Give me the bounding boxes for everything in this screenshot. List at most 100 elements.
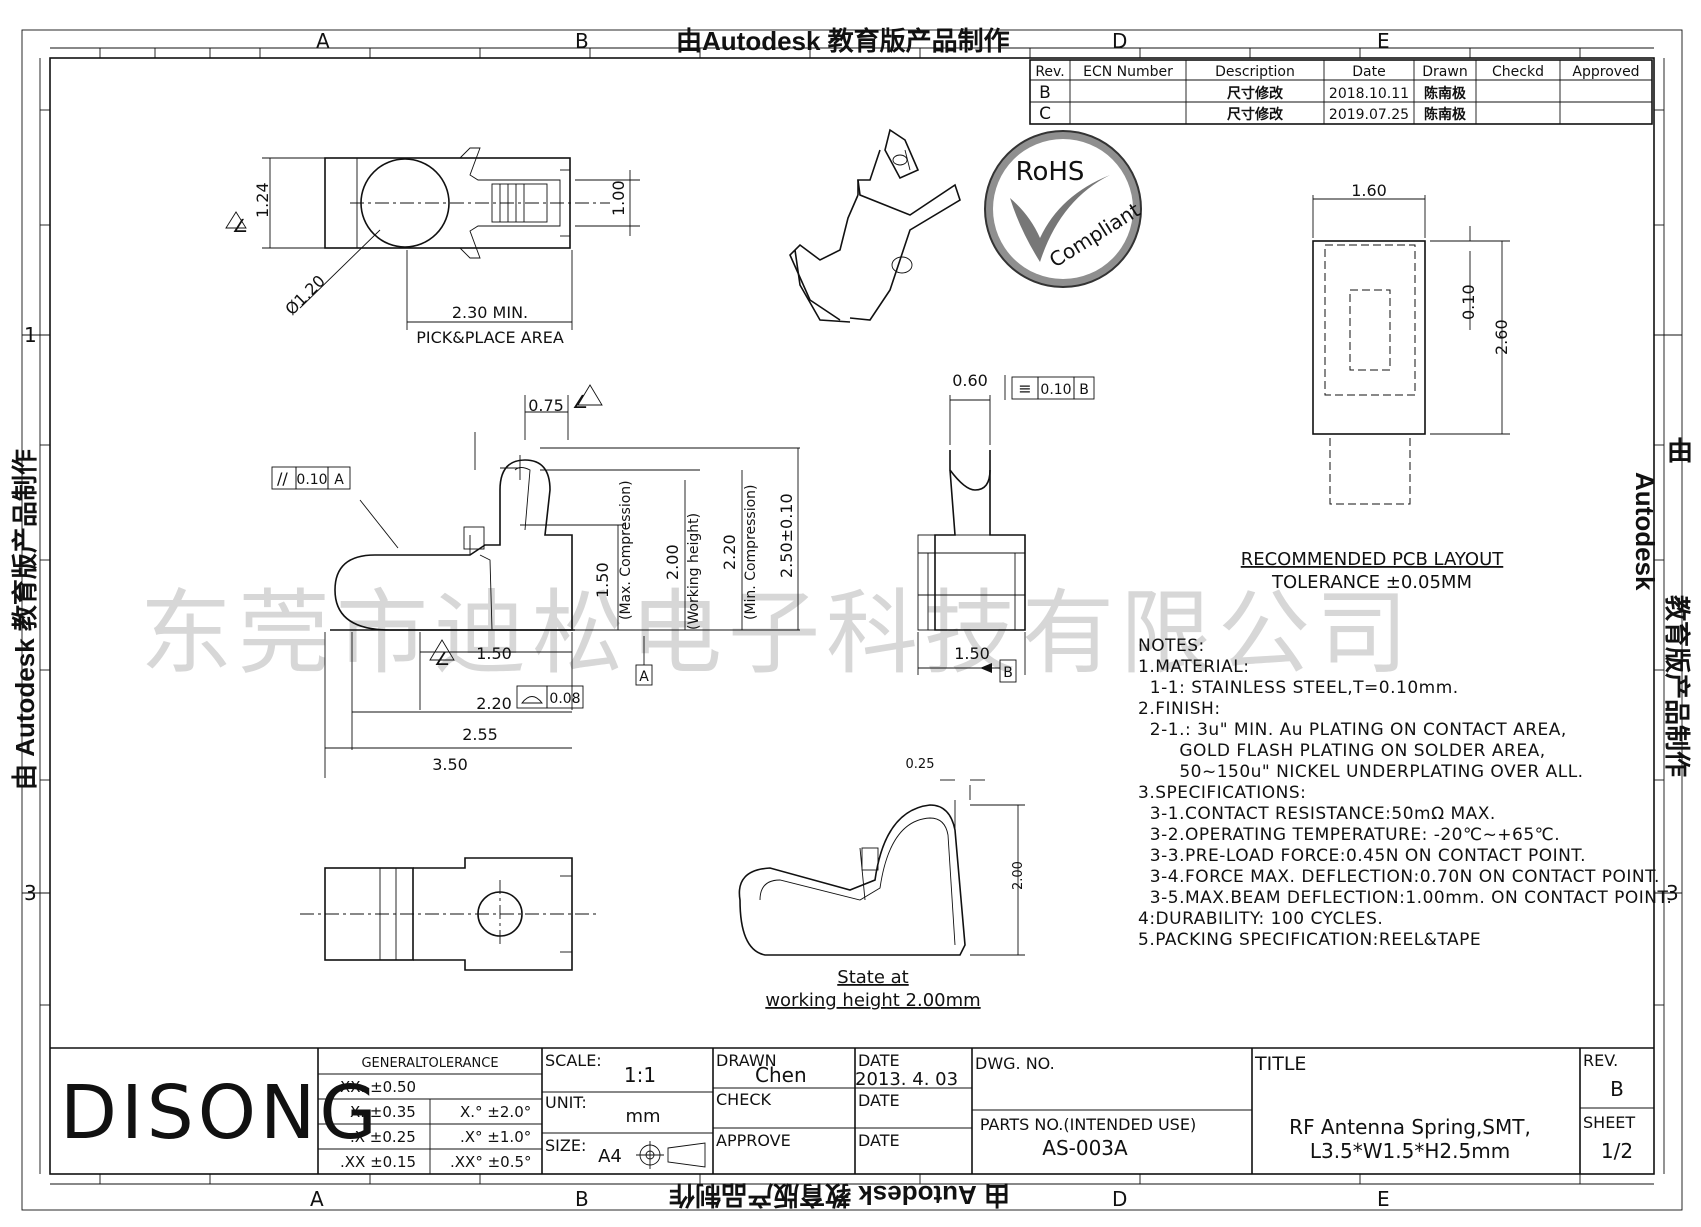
front-tolerance-ref: B [1079, 382, 1089, 398]
grid-col-b-top: B [575, 29, 589, 53]
rev-value: B [1610, 1077, 1624, 1101]
note-14: 5.PACKING SPECIFICATION:REEL&TAPE [1138, 930, 1481, 950]
dim-side-2-00-note: (Working height) [686, 513, 702, 630]
note-12: 3-5.MAX.BEAM DEFLECTION:1.00mm. ON CONTA… [1138, 888, 1672, 908]
dim-side-2-55: 2.55 [462, 725, 498, 744]
tol-row-1-left: X. ±0.35 [350, 1103, 416, 1121]
watermark-right-2: Autodesk [1630, 472, 1660, 591]
notes-block: NOTES: 1.MATERIAL: 1-1: STAINLESS STEEL,… [1138, 636, 1672, 950]
unit-label: UNIT: [545, 1093, 587, 1112]
drawn-value: Chen [755, 1063, 807, 1087]
pcb-layout-title: RECOMMENDED PCB LAYOUT [1241, 549, 1505, 570]
tol-row-3-left: .XX ±0.15 [340, 1153, 416, 1171]
grid-col-d-top: D [1112, 29, 1127, 53]
side-tolerance-ref: A [334, 472, 344, 488]
dim-front-0-60: 0.60 [952, 371, 988, 390]
scale-value: 1:1 [624, 1063, 656, 1087]
rev-row1-drawn: 陈南极 [1424, 85, 1467, 102]
dim-pcb-0-10: 0.10 [1459, 284, 1478, 320]
pcb-layout-tolerance: TOLERANCE ±0.05MM [1271, 572, 1472, 593]
company-watermark: 东莞市迪松电子科技有限公司 [140, 580, 1414, 687]
bottom-view [300, 857, 600, 971]
dim-top-min: 2.30 MIN. [452, 303, 528, 322]
dim-side-bottom-1-50: 1.50 [476, 644, 512, 663]
flatness-symbol: ∠ [232, 216, 248, 237]
parallelism-symbol: // [277, 469, 288, 488]
parts-no-value: AS-003A [1042, 1136, 1128, 1160]
side-view: // 0.10 A ∠ ∠ A 0.75 1.50 (Max. Compress… [271, 384, 800, 778]
grid-col-e-top: E [1377, 29, 1390, 53]
pcb-layout: 1.60 0.10 2.60 RECOMMENDED PCB LAYOUT TO… [1241, 181, 1511, 593]
rohs-title: RoHS [1016, 157, 1085, 187]
dim-work-2-00: 2.00 [1011, 861, 1026, 890]
outer-border [21, 29, 1683, 1211]
approve-label: APPROVE [716, 1131, 791, 1150]
grid-col-a-top: A [316, 29, 330, 53]
isometric-view [789, 128, 961, 323]
tol-row-2-left: .X ±0.25 [350, 1128, 416, 1146]
note-11: 3-4.FORCE MAX. DEFLECTION:0.70N ON CONTA… [1138, 867, 1660, 887]
rev-col-approved: Approved [1572, 64, 1639, 80]
datum-a: A [639, 669, 649, 685]
dim-top-area: PICK&PLACE AREA [416, 328, 564, 347]
sheet-value: 1/2 [1601, 1139, 1633, 1163]
rev-row2-drawn: 陈南极 [1424, 106, 1467, 123]
rev-label: REV. [1583, 1051, 1618, 1070]
front-tolerance-value: 0.10 [1040, 382, 1071, 398]
note-6: 50~150u" NICKEL UNDERPLATING OVER ALL. [1138, 762, 1584, 782]
drawn-label: DRAWN [716, 1051, 777, 1070]
size-value: A4 [598, 1146, 622, 1167]
revision-table: Rev. ECN Number Description Date Drawn C… [1029, 59, 1653, 125]
grid-row-3-right: 3 [1666, 881, 1679, 905]
note-9: 3-2.OPERATING TEMPERATURE: -20℃~+65℃. [1138, 825, 1560, 845]
rohs-stamp: RoHS Compliant [984, 130, 1145, 288]
grid-col-a-bottom: A [310, 1187, 324, 1211]
top-view: ∠ 1.24 1.00 Ø1.20 2.30 MIN. PICK&PLACE A… [225, 147, 640, 347]
note-0: NOTES: [1138, 636, 1205, 656]
rev-row1-date: 2018.10.11 [1329, 86, 1409, 102]
note-10: 3-3.PRE-LOAD FORCE:0.45N ON CONTACT POIN… [1138, 846, 1586, 866]
flatness-symbol-side: ∠ [572, 392, 588, 413]
title-line-2: L3.5*W1.5*H2.5mm [1310, 1139, 1510, 1163]
grid-col-e-bottom: E [1377, 1187, 1390, 1211]
note-13: 4:DURABILITY: 100 CYCLES. [1138, 909, 1383, 929]
unit-value: mm [625, 1106, 660, 1127]
working-height-view: 0.25 2.00 State at working height 2.00mm [738, 757, 1026, 1011]
state-label-1: State at [837, 967, 908, 988]
note-5: GOLD FLASH PLATING ON SOLDER AREA, [1138, 741, 1546, 761]
date-value: 2013. 4. 03 [855, 1069, 958, 1090]
note-4: 2-1.: 3u" MIN. Au PLATING ON CONTACT ARE… [1138, 720, 1567, 740]
rev-row1-rev: B [1039, 83, 1051, 103]
note-8: 3-1.CONTACT RESISTANCE:50mΩ MAX. [1138, 804, 1496, 824]
state-label-2: working height 2.00mm [765, 990, 980, 1011]
grid-ticks [22, 47, 1682, 1185]
rev-col-drawn: Drawn [1422, 64, 1467, 80]
front-view: ≡ 0.10 B B 0.60 1.50 [917, 371, 1095, 683]
company-logo: DISONG [60, 1070, 381, 1156]
grid-row-1-left: 1 [24, 323, 37, 347]
symmetry-symbol: ≡ [1018, 379, 1031, 398]
title-line-1: RF Antenna Spring,SMT, [1289, 1115, 1531, 1139]
rev-col-rev: Rev. [1035, 64, 1064, 80]
dim-top-diameter: Ø1.20 [281, 271, 329, 319]
watermark-right-1: 由 [1667, 436, 1693, 466]
side-tolerance-value: 0.10 [296, 472, 327, 488]
grid-col-b-bottom: B [575, 1187, 589, 1211]
flatness-symbol-bottom: ∠ [434, 649, 450, 670]
dim-front-1-50: 1.50 [954, 644, 990, 663]
watermark-bottom: 由 Autodesk 教育版产品制作 [669, 1180, 1010, 1210]
note-7: 3.SPECIFICATIONS: [1138, 783, 1306, 803]
watermark-left: 由 Autodesk 教育版产品制作 [10, 449, 40, 790]
rev-col-description: Description [1215, 64, 1295, 80]
rev-row2-date: 2019.07.25 [1329, 107, 1409, 123]
dim-pcb-1-60: 1.60 [1351, 181, 1387, 200]
rev-col-checkd: Checkd [1492, 64, 1544, 80]
rev-row1-desc: 尺寸修改 [1227, 85, 1284, 102]
datum-b: B [1003, 665, 1013, 681]
tol-row-3-right: .XX° ±0.5° [450, 1153, 532, 1171]
grid-labels: A B D E A B D E 1 3 3 [24, 29, 1679, 1211]
dim-side-1-50-note: (Max. Compression) [618, 480, 634, 620]
dim-top-1-24: 1.24 [253, 182, 272, 218]
tolerance-header: GENERALTOLERANCE [361, 1056, 498, 1071]
